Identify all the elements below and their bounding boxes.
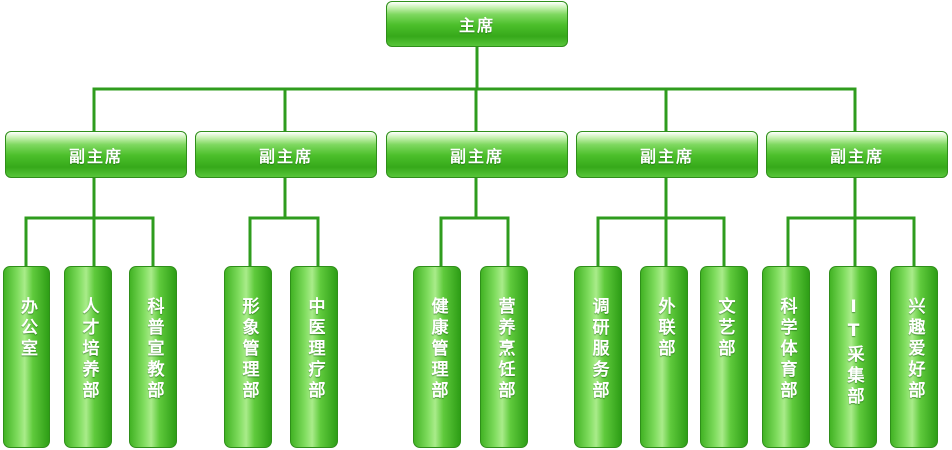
vice-chair-box-2: 副主席 — [195, 131, 377, 178]
department-label: 办公室 — [17, 297, 37, 360]
vice-chair-box-1: 副主席 — [5, 131, 187, 178]
department-box: 兴趣爱好部 — [890, 266, 938, 448]
department-label: 文艺部 — [714, 297, 735, 360]
department-label: 营养烹饪部 — [494, 297, 515, 402]
department-box: IT采集部 — [829, 266, 877, 448]
department-box: 办公室 — [3, 266, 50, 448]
department-box: 形象管理部 — [224, 266, 272, 448]
vice-chair-label: 副主席 — [829, 146, 884, 166]
vice-chair-label: 副主席 — [68, 146, 123, 166]
department-label: 健康管理部 — [427, 297, 448, 402]
department-box: 文艺部 — [700, 266, 748, 448]
department-box: 健康管理部 — [413, 266, 461, 448]
department-box: 外联部 — [640, 266, 688, 448]
vice-chair-label: 副主席 — [258, 146, 313, 166]
department-label: 调研服务部 — [588, 297, 609, 402]
department-box: 科普宣教部 — [129, 266, 177, 448]
department-box: 营养烹饪部 — [480, 266, 528, 448]
vice-chair-label: 副主席 — [449, 146, 504, 166]
chair-box: 主席 — [386, 1, 568, 47]
vice-chair-box-5: 副主席 — [766, 131, 948, 178]
department-label: IT采集部 — [843, 297, 864, 408]
vice-chair-box-4: 副主席 — [576, 131, 758, 178]
department-label: 科普宣教部 — [143, 297, 164, 402]
vice-chair-label: 副主席 — [639, 146, 694, 166]
department-box: 调研服务部 — [574, 266, 622, 448]
department-box: 科学体育部 — [762, 266, 810, 448]
department-box: 人才培养部 — [64, 266, 112, 448]
chair-label: 主席 — [458, 16, 495, 35]
department-label: 人才培养部 — [78, 297, 99, 402]
vice-chair-box-3: 副主席 — [386, 131, 568, 178]
department-label: 形象管理部 — [238, 297, 259, 402]
department-label: 兴趣爱好部 — [904, 297, 925, 402]
department-label: 中医理疗部 — [304, 297, 325, 402]
department-label: 外联部 — [654, 297, 675, 360]
department-box: 中医理疗部 — [290, 266, 338, 448]
department-label: 科学体育部 — [776, 297, 797, 402]
